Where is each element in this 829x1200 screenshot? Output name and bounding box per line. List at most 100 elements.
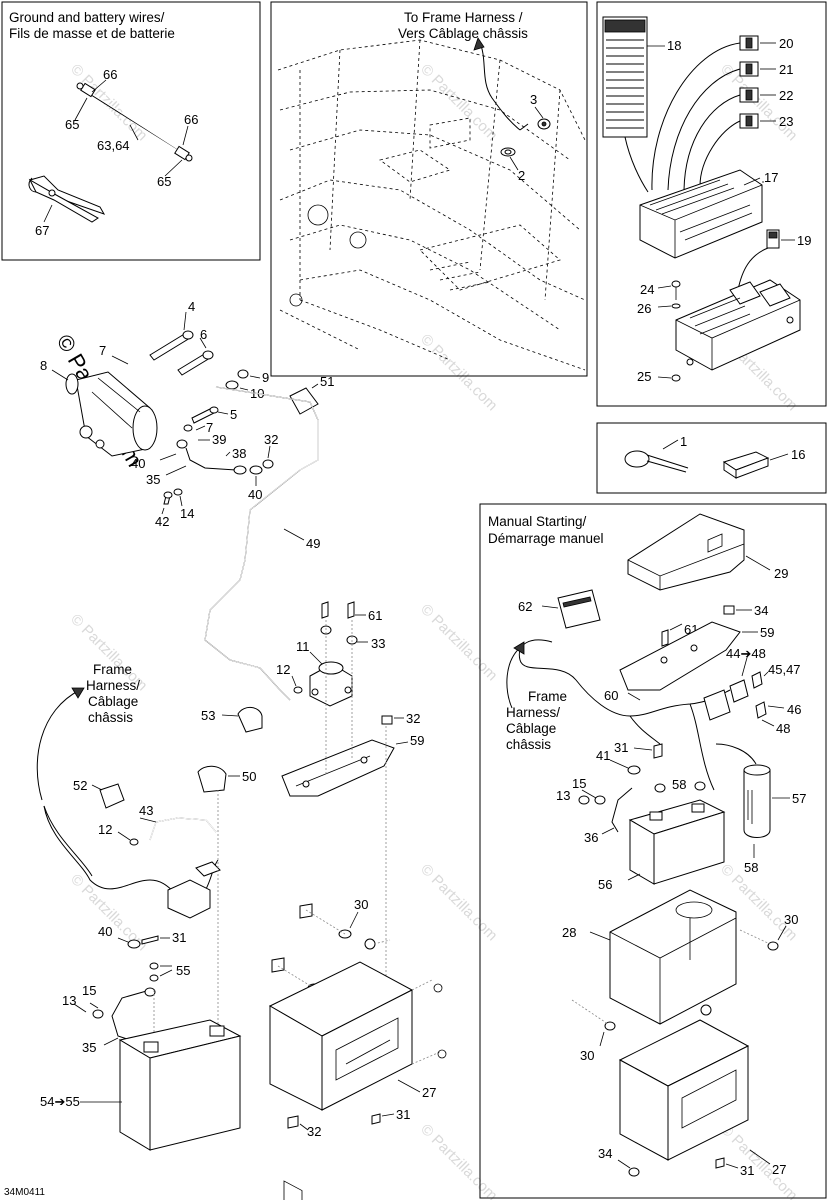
- callout-label: 11: [296, 639, 310, 654]
- diagram-reference-code: 34M0411: [4, 1187, 45, 1198]
- callout-label: 66: [103, 67, 117, 82]
- callout-label: 15: [572, 776, 586, 791]
- callout-label: 42: [155, 514, 169, 529]
- callout-label: 17: [764, 170, 778, 185]
- callout-label: 20: [779, 36, 793, 51]
- panel-border: [1, 1, 261, 261]
- callout-label: 65: [157, 174, 171, 189]
- frame-harness-left: Frame Harness/ Câblage châssis: [36, 662, 140, 801]
- callout-label: 6: [200, 327, 207, 342]
- frame-harness-label: Frame: [93, 662, 132, 677]
- callout-label: 24: [640, 282, 654, 297]
- crimp-tool-illustration: [28, 175, 106, 223]
- panel-border: [479, 503, 827, 1199]
- callout-label: 59: [410, 733, 424, 748]
- callout-label: 59: [760, 625, 774, 640]
- callout-label: 25: [637, 369, 651, 384]
- callout-label: 32: [406, 711, 420, 726]
- callout-label: 15: [82, 983, 96, 998]
- panel-subtitle: Démarrage manuel: [488, 531, 604, 546]
- battery-cover: [627, 513, 745, 591]
- callout-label: 57: [792, 791, 806, 806]
- panel-frame-harness: To Frame Harness / Vers Câblage châssis: [270, 1, 588, 377]
- panel-subtitle: Vers Câblage châssis: [398, 26, 528, 41]
- harness-arrow: [478, 39, 521, 131]
- panel-border: [270, 1, 588, 377]
- callout-label: 28: [562, 925, 576, 940]
- callout-label: 32: [307, 1124, 321, 1139]
- starter-assembly: © Partzilla.com 4 6 8 7 9 10 51: [40, 299, 334, 701]
- callout-label: 58: [744, 860, 758, 875]
- callout-label: 16: [791, 447, 805, 462]
- callout-label: 30: [354, 897, 368, 912]
- watermark-text: © Partzilla.com: [417, 61, 500, 144]
- callout-label: 53: [201, 708, 215, 723]
- callout-label: 52: [73, 778, 87, 793]
- callout-label: 12: [98, 822, 112, 837]
- callout-label: 22: [779, 88, 793, 103]
- callout-label: 12: [276, 662, 290, 677]
- panel-title: Ground and battery wires/: [9, 10, 165, 25]
- callout-label: 32: [264, 432, 278, 447]
- watermark-text: © Partzilla.com: [417, 331, 500, 414]
- callout-label: 3: [530, 92, 537, 107]
- panel-border: [596, 1, 827, 407]
- callout-label: 26: [637, 301, 651, 316]
- callout-label: 2: [518, 168, 525, 183]
- callout-label: 30: [580, 1048, 594, 1063]
- solenoid-bracket: [281, 739, 395, 797]
- callout-label: 7: [206, 420, 213, 435]
- callout-label: 27: [772, 1162, 786, 1177]
- frame-harness-label: Frame: [528, 689, 567, 704]
- callout-label: 38: [232, 446, 246, 461]
- callout-label: 19: [797, 233, 811, 248]
- frame-harness-label: Harness/: [86, 678, 140, 693]
- callout-label: 40: [131, 456, 145, 471]
- callout-label: 48: [776, 721, 790, 736]
- callout-label: 58: [672, 777, 686, 792]
- callout-label: 35: [82, 1040, 96, 1055]
- callout-label: 29: [774, 566, 788, 581]
- callout-label: 49: [306, 536, 320, 551]
- callout-label: 60: [604, 688, 618, 703]
- callout-label: 40: [248, 487, 262, 502]
- battery-spacer: [609, 889, 737, 1025]
- callout-label: 31: [396, 1107, 410, 1122]
- callout-label: 40: [98, 924, 112, 939]
- callout-label: 36: [584, 830, 598, 845]
- callout-label: 33: [371, 636, 385, 651]
- callout-label: 13: [62, 993, 76, 1008]
- callout-label: 1: [680, 434, 687, 449]
- fuse-label-sticker: [602, 16, 648, 138]
- callout-label: 66: [184, 112, 198, 127]
- callout-label: 31: [740, 1163, 754, 1178]
- callout-label: 34: [598, 1146, 612, 1161]
- callout-label: 18: [667, 38, 681, 53]
- callout-label: 39: [212, 432, 226, 447]
- callout-label: 14: [180, 506, 194, 521]
- callout-label: 67: [35, 223, 49, 238]
- callout-label: 51: [320, 374, 334, 389]
- panel-subtitle: Fils de masse et de batterie: [9, 26, 175, 41]
- callout-label: 50: [242, 769, 256, 784]
- callout-label: 4: [188, 299, 195, 314]
- fuse-box-cover: [639, 169, 763, 259]
- callout-label: 61: [368, 608, 382, 623]
- panel-border: [596, 422, 827, 494]
- callout-label: 56: [598, 877, 612, 892]
- frame-illustration: [277, 39, 586, 371]
- frame-harness-label: châssis: [88, 710, 133, 725]
- callout-label: 54➔55: [40, 1094, 80, 1109]
- frame-harness-right: Frame Harness/ Câblage châssis: [506, 641, 567, 752]
- callout-label: 41: [596, 748, 610, 763]
- panel-manual-starting: Manual Starting/ Démarrage manuel 29 62 …: [479, 503, 827, 1199]
- callout-label: 5: [230, 407, 237, 422]
- frame-harness-label: Câblage: [506, 721, 556, 736]
- callout-label: 21: [779, 62, 793, 77]
- watermark-text: © Partzilla.com: [717, 1121, 800, 1200]
- frame-harness-label: Harness/: [506, 705, 560, 720]
- fuse-illustrations: [739, 35, 759, 129]
- panel-title: Manual Starting/: [488, 514, 587, 529]
- callout-label: 27: [422, 1085, 436, 1100]
